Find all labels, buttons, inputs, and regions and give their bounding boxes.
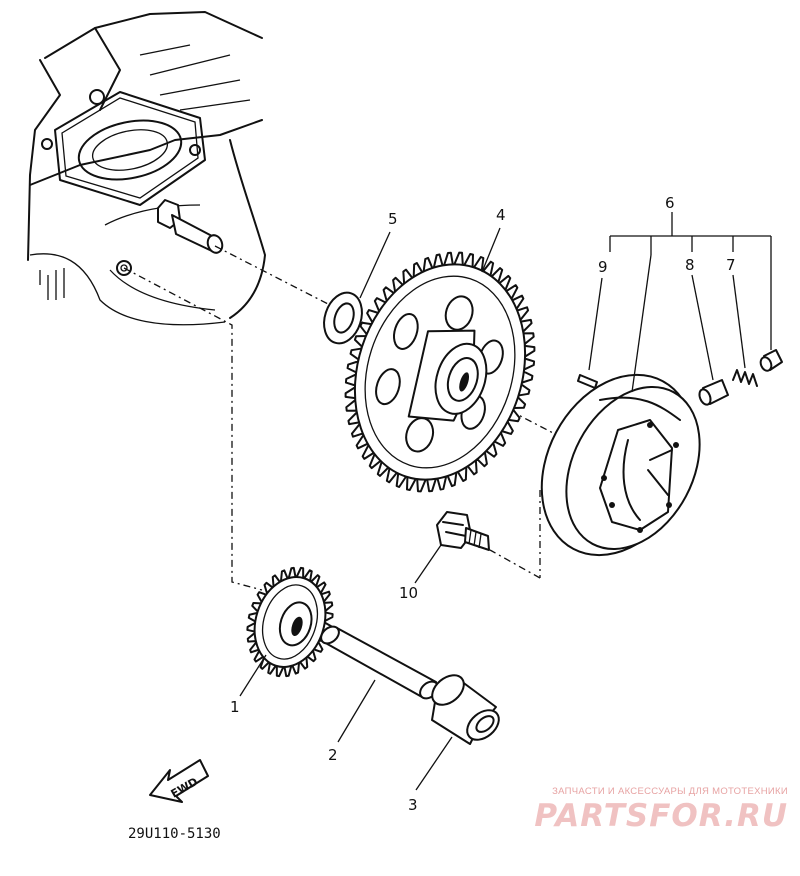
callout-labels: 1 2 3 4 5 6 7 8 9 10	[230, 194, 736, 814]
callout-3: 3	[408, 796, 418, 814]
one-way-clutch-part	[540, 373, 701, 557]
starter-wheel-gear-part	[344, 251, 536, 493]
forward-direction-arrow: FWD	[149, 759, 209, 803]
callout-7: 7	[726, 256, 736, 274]
callout-8: 8	[685, 256, 695, 274]
callout-10: 10	[399, 584, 418, 602]
crankcase-drawing	[27, 11, 266, 326]
callout-4: 4	[496, 206, 506, 224]
idle-shaft-part	[320, 625, 439, 700]
watermark-brand: PARTSFOR.RU	[534, 798, 788, 834]
callout-6: 6	[665, 194, 675, 212]
diagram-code: 29U110-5130	[128, 826, 221, 842]
callout-1: 1	[230, 698, 240, 716]
washer-part	[323, 291, 363, 345]
callout-9: 9	[598, 258, 608, 276]
callout-5: 5	[388, 210, 398, 228]
watermark-caption: ЗАПЧАСТИ И АКСЕССУАРЫ ДЛЯ МОТОТЕХНИКИ	[552, 786, 788, 797]
leader-lines	[239, 227, 501, 791]
bolt-part	[436, 511, 490, 551]
callout-bracket-6	[588, 212, 772, 393]
idle-gear-part	[246, 566, 334, 678]
callout-2: 2	[328, 746, 338, 764]
clutch-small-parts	[577, 349, 783, 406]
bushing-part	[431, 674, 500, 745]
